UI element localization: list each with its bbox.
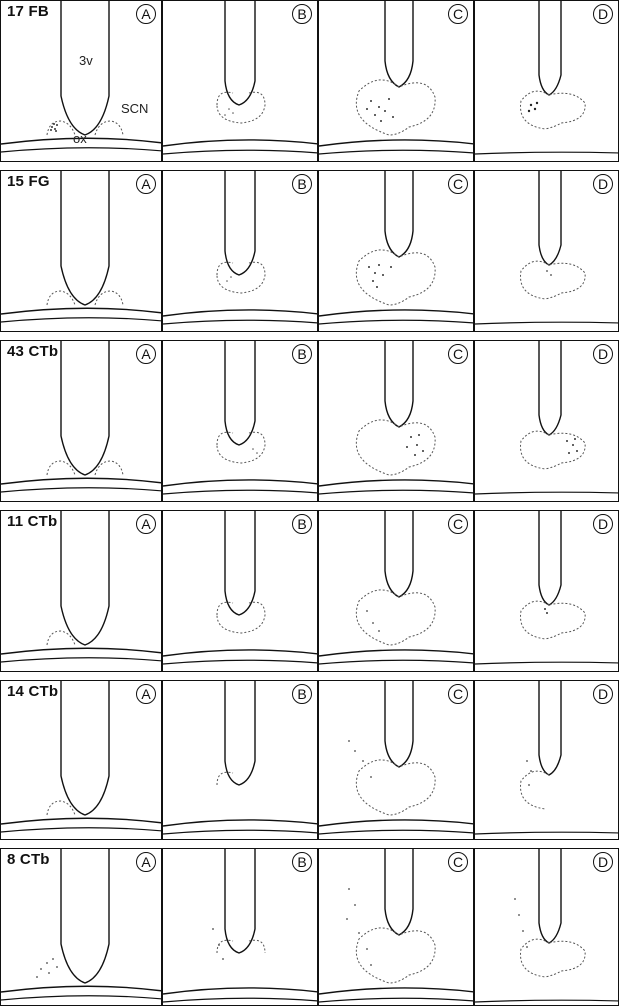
panel-d: D	[474, 170, 619, 332]
case-label: 14 CTb	[7, 683, 58, 700]
panel-letter-badge: C	[448, 684, 468, 704]
panel-b: B	[162, 510, 318, 672]
panel-c: C	[318, 680, 474, 840]
panel-c: C	[318, 340, 474, 502]
panel-a: 17 FB A 3v SCN ox	[0, 0, 162, 162]
section-drawing	[319, 511, 474, 672]
panel-d: D	[474, 0, 619, 162]
case-label: 8 CTb	[7, 851, 50, 868]
panel-c: C	[318, 0, 474, 162]
panel-letter-badge: C	[448, 514, 468, 534]
panel-c: C	[318, 848, 474, 1006]
panel-letter-badge: D	[593, 514, 613, 534]
panel-letter-badge: A	[136, 852, 156, 872]
optic-chiasm-label: ox	[73, 131, 87, 146]
figure-row: 14 CTb A B C	[0, 680, 619, 840]
section-drawing	[475, 171, 619, 332]
panel-a: 8 CTb A	[0, 848, 162, 1006]
case-label: 43 CTb	[7, 343, 58, 360]
panel-letter-badge: B	[292, 174, 312, 194]
panel-d: D	[474, 848, 619, 1006]
section-drawing	[1, 341, 162, 502]
panel-letter-badge: C	[448, 174, 468, 194]
section-drawing	[319, 849, 474, 1006]
panel-a: 15 FG A	[0, 170, 162, 332]
panel-letter-badge: A	[136, 174, 156, 194]
panel-letter-badge: B	[292, 684, 312, 704]
panel-letter-badge: D	[593, 344, 613, 364]
figure-row: 8 CTb A B C	[0, 848, 619, 1006]
panel-letter-badge: B	[292, 4, 312, 24]
figure-row: 43 CTb A B C	[0, 340, 619, 502]
panel-c: C	[318, 510, 474, 672]
panel-b: B	[162, 340, 318, 502]
panel-c: C	[318, 170, 474, 332]
panel-letter-badge: A	[136, 684, 156, 704]
section-drawing	[475, 681, 619, 840]
panel-d: D	[474, 680, 619, 840]
panel-letter-badge: D	[593, 174, 613, 194]
panel-letter-badge: C	[448, 4, 468, 24]
panel-a: 43 CTb A	[0, 340, 162, 502]
section-drawing	[163, 171, 318, 332]
section-drawing	[475, 511, 619, 672]
panel-b: B	[162, 170, 318, 332]
section-drawing	[163, 681, 318, 840]
panel-letter-badge: D	[593, 684, 613, 704]
section-drawing	[1, 171, 162, 332]
panel-b: B	[162, 848, 318, 1006]
panel-a: 14 CTb A	[0, 680, 162, 840]
panel-letter-badge: D	[593, 4, 613, 24]
case-label: 11 CTb	[7, 513, 57, 530]
panel-letter-badge: D	[593, 852, 613, 872]
panel-letter-badge: C	[448, 852, 468, 872]
panel-letter-badge: B	[292, 852, 312, 872]
figure-row: 17 FB A 3v SCN ox B C	[0, 0, 619, 162]
panel-d: D	[474, 510, 619, 672]
panel-letter-badge: C	[448, 344, 468, 364]
panel-letter-badge: B	[292, 344, 312, 364]
section-drawing	[163, 341, 318, 502]
panel-letter-badge: A	[136, 514, 156, 534]
figure-row: 11 CTb A B C	[0, 510, 619, 672]
section-drawing	[1, 511, 162, 672]
section-drawing	[319, 681, 474, 840]
section-drawing	[1, 681, 162, 840]
section-drawing	[475, 849, 619, 1006]
section-drawing	[475, 341, 619, 502]
case-label: 15 FG	[7, 173, 50, 190]
section-drawing	[163, 511, 318, 672]
section-drawing	[1, 849, 162, 1006]
panel-letter-badge: B	[292, 514, 312, 534]
figure-row: 15 FG A B C	[0, 170, 619, 332]
panel-b: B	[162, 680, 318, 840]
section-drawing	[319, 341, 474, 502]
scn-label: SCN	[121, 101, 148, 116]
section-drawing	[163, 1, 318, 162]
panel-a: 11 CTb A	[0, 510, 162, 672]
section-drawing	[475, 1, 619, 162]
panel-d: D	[474, 340, 619, 502]
section-drawing	[319, 1, 474, 162]
case-label: 17 FB	[7, 3, 49, 20]
panel-b: B	[162, 0, 318, 162]
panel-letter-badge: A	[136, 344, 156, 364]
panel-letter-badge: A	[136, 4, 156, 24]
third-ventricle-label: 3v	[79, 53, 93, 68]
section-drawing	[163, 849, 318, 1006]
section-drawing	[319, 171, 474, 332]
